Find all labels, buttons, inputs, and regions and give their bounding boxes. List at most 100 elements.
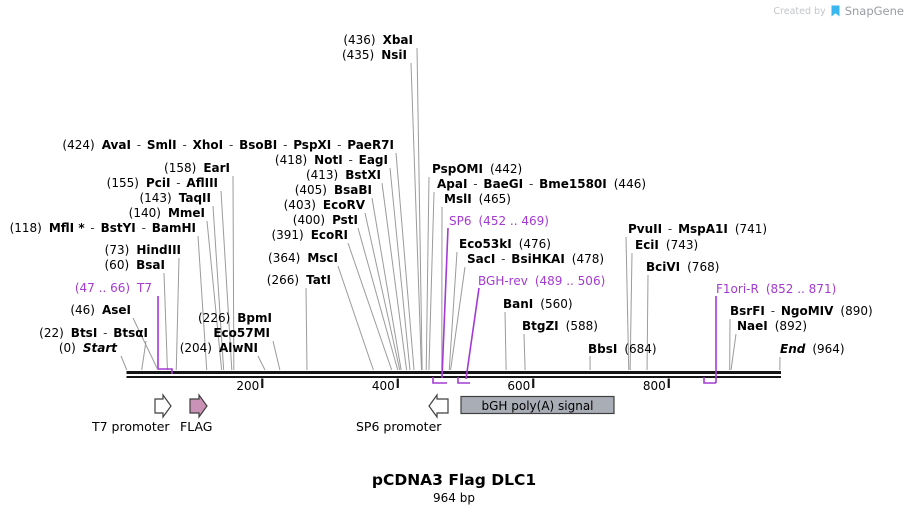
site-name: TatI — [306, 273, 331, 287]
axis-tick-label-800: 800 — [642, 379, 666, 393]
site-name: XbaI — [382, 33, 413, 47]
site-position: (684) — [624, 342, 657, 356]
site-name: PaeR7I — [347, 138, 394, 152]
site-label-bcivi: BciVI(768) — [646, 261, 719, 274]
site-label-eco53ki: Eco53kI (476) — [459, 238, 551, 251]
site-position: (741) — [734, 222, 768, 236]
site-label-sp6: SP6(452 .. 469) — [449, 215, 549, 228]
site-name: MmeI — [167, 206, 205, 220]
site-name: BaeGI — [483, 177, 524, 191]
site-position: (364) — [268, 251, 301, 265]
site-position: (0) — [58, 341, 76, 355]
site-label-pcii: (155)PciI - AflIII — [107, 177, 218, 190]
site-position: (964) — [812, 342, 845, 356]
site-name-separator: - — [766, 304, 779, 318]
site-name: PciI — [145, 176, 171, 190]
site-label-msli: MslI(465) — [444, 193, 511, 206]
leader-line-btsi — [141, 340, 147, 371]
site-label-pvuii: PvuII - MspA1I(741) — [628, 223, 767, 236]
site-name: T7 — [137, 281, 152, 295]
leader-line-mmei — [206, 220, 223, 371]
site-name-separator: - — [137, 221, 150, 235]
axis-tick-label-600: 600 — [507, 379, 531, 393]
site-position: (418) — [274, 153, 308, 167]
leader-line-bsai — [163, 272, 168, 371]
leader-line-hindiii — [175, 257, 180, 371]
site-label-ecorv: (403) EcoRV — [284, 199, 365, 212]
leader-line-apai — [428, 191, 435, 371]
leader-line-pcii — [220, 190, 233, 371]
site-name: NgoMIV — [780, 304, 834, 318]
site-label-bsai: (60)BsaI — [105, 259, 166, 272]
site-name: PstI — [332, 213, 358, 227]
site-name: BbsI — [588, 342, 618, 356]
site-position: (413) — [305, 168, 339, 182]
site-name: EcoRV — [322, 198, 365, 212]
site-label-eari: (158)EarI — [164, 162, 230, 175]
leader-line-alwni — [257, 355, 266, 371]
site-position: (476) — [518, 237, 551, 251]
primer-mark-bgh-rev-1 — [457, 377, 470, 384]
leader-line-taqii — [212, 205, 225, 371]
plasmid-backbone-bottom-strand — [126, 376, 781, 378]
site-name-separator: - — [664, 222, 677, 236]
site-label-eco57mi: Eco57MI — [213, 327, 270, 340]
site-position: (204) — [179, 341, 212, 355]
site-name: MflI * — [48, 221, 85, 235]
site-label-apai: ApaI - BaeGI - Bme1580I(446) — [437, 178, 646, 191]
site-position: (266) — [266, 273, 300, 287]
site-label-bgh-rev: BGH-rev(489 .. 506) — [478, 275, 605, 288]
site-name: NaeI — [737, 319, 768, 333]
site-label-asei: (46)AseI — [70, 304, 131, 317]
site-label-ecii: EciI(743) — [635, 239, 698, 252]
primer-mark-f1ori-r-1 — [703, 377, 716, 384]
primer-mark-bgh-rev-0 — [465, 287, 480, 380]
site-label-pspomi: PspOMI(442) — [432, 163, 522, 176]
site-name: BtsαI — [113, 326, 148, 340]
site-label-end: End(964) — [780, 343, 845, 356]
site-name: BsiHKAI — [511, 252, 565, 266]
site-position: (892) — [774, 319, 808, 333]
leader-line-bsabi — [371, 197, 402, 371]
site-name: EarI — [203, 161, 230, 175]
site-name: MspA1I — [678, 222, 728, 236]
site-name: PspOMI — [432, 162, 483, 176]
site-name-separator: - — [333, 138, 346, 152]
leader-line-pvuii — [625, 236, 630, 371]
site-position: (452 .. 469) — [478, 214, 549, 228]
site-position: (22) — [39, 326, 64, 340]
site-name: BpmI — [237, 311, 272, 325]
plasmid-title: pCDNA3 Flag DLC1 — [371, 471, 537, 489]
site-name: Eco53kI — [459, 237, 512, 251]
watermark-brand-text: SnapGene — [844, 4, 904, 18]
site-label-bsrfi: BsrFI - NgoMIV(890) — [730, 305, 873, 318]
site-name-separator: - — [525, 177, 538, 191]
site-position: (478) — [571, 252, 605, 266]
site-position: (46) — [70, 303, 95, 317]
site-position: (588) — [565, 319, 598, 333]
leader-line-eari — [232, 175, 235, 371]
site-name: TaqII — [178, 191, 211, 205]
site-label-bbsi: BbsI (684) — [588, 343, 657, 356]
site-label-t7: (47 .. 66) T7 — [75, 282, 152, 295]
site-position: (403) — [283, 198, 316, 212]
leader-line-tati — [305, 287, 308, 371]
site-name-separator: - — [225, 138, 238, 152]
site-position: (560) — [540, 297, 573, 311]
site-name-separator: - — [497, 252, 510, 266]
site-name: Start — [82, 341, 117, 355]
site-name-separator: - — [132, 138, 145, 152]
site-name: ApaI — [437, 177, 468, 191]
site-position: (47 .. 66) — [74, 281, 131, 295]
leader-line-bcivi — [646, 274, 649, 371]
feature-arrow-t7-promoter — [154, 393, 172, 419]
site-label-hindiii: (73)HindIII — [105, 244, 181, 257]
leader-line-mfli — [197, 235, 208, 371]
site-name: BGH-rev — [478, 274, 528, 288]
site-position: (400) — [292, 213, 326, 227]
site-position: (743) — [665, 238, 699, 252]
site-label-taqii: (143)TaqII — [139, 192, 211, 205]
axis-tick-label-400: 400 — [371, 379, 395, 393]
leader-line-eco53ki — [448, 251, 458, 371]
